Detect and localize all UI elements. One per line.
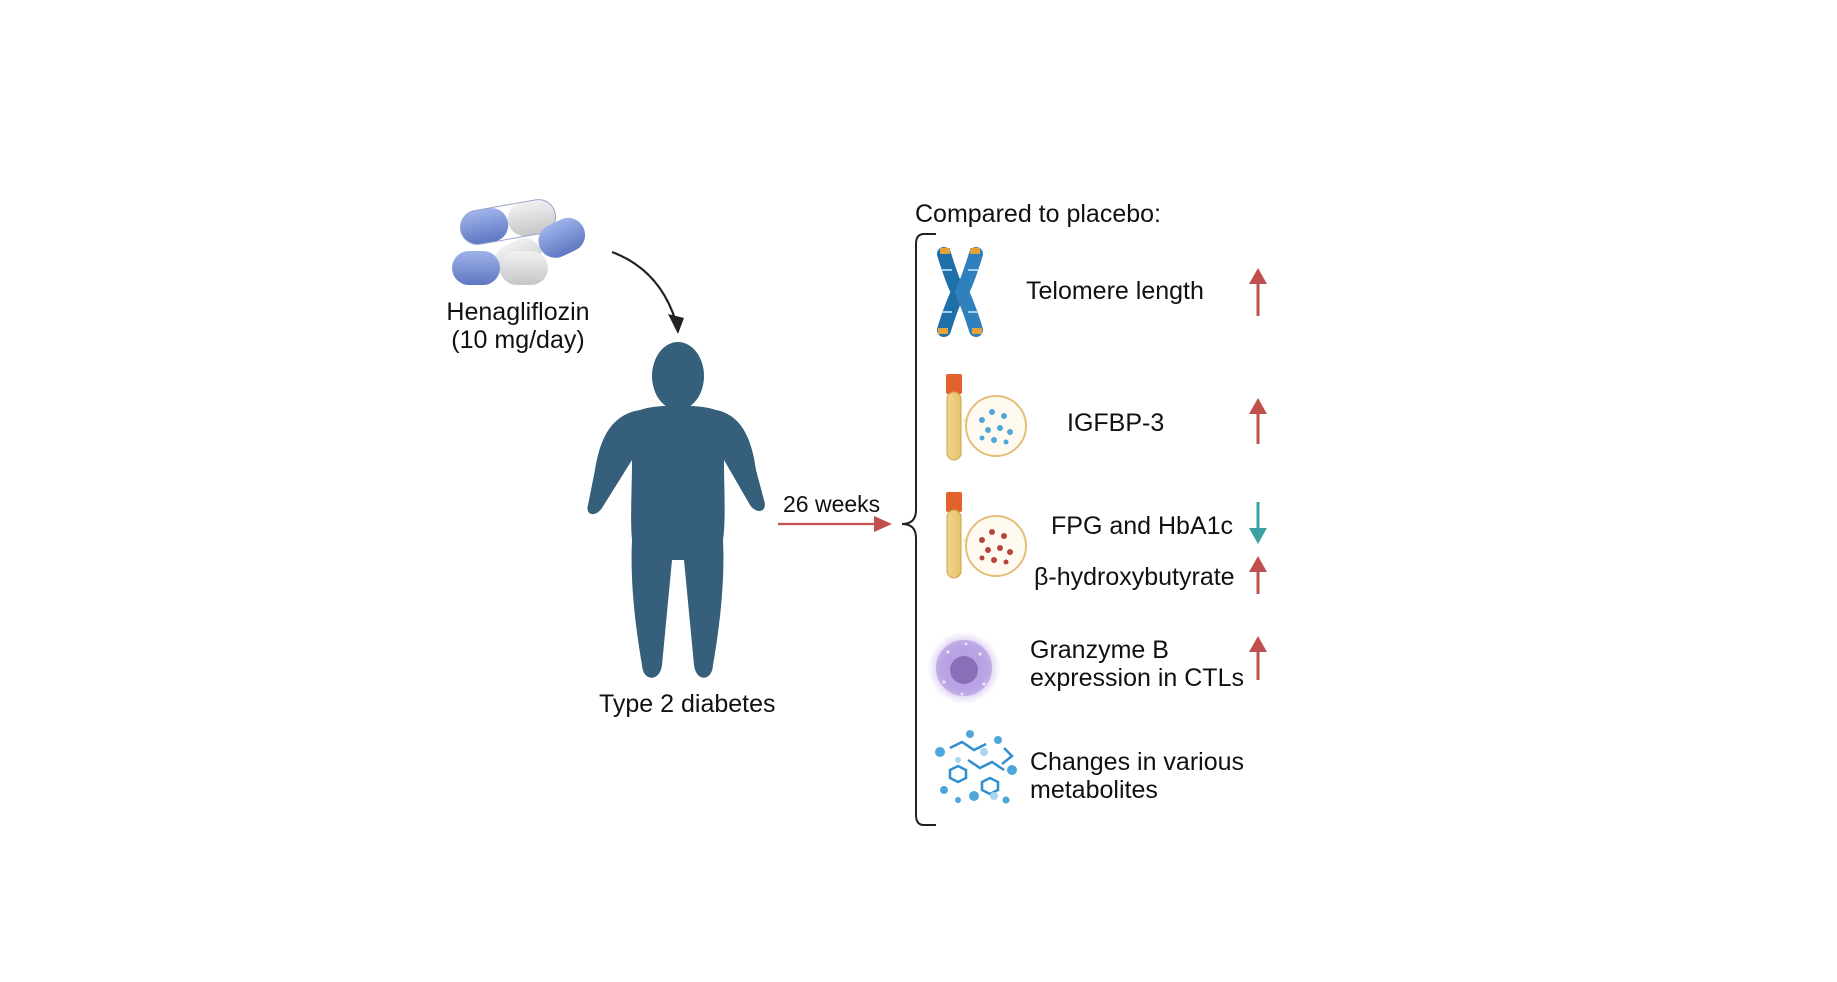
person-icon bbox=[587, 342, 765, 678]
blood-tube-icon bbox=[946, 492, 1027, 579]
result-granzyme-line2: expression in CTLs bbox=[1030, 664, 1244, 692]
result-igfbp3: IGFBP-3 bbox=[1067, 409, 1165, 437]
duration-label: 26 weeks bbox=[783, 491, 881, 517]
drug-name: Henagliflozin bbox=[446, 298, 590, 326]
metabolites-icon bbox=[935, 730, 1017, 804]
arrow-up-icon bbox=[1249, 556, 1267, 594]
duration-arrow bbox=[778, 516, 892, 532]
pills-icon bbox=[452, 199, 586, 285]
arrow-down-icon bbox=[1249, 502, 1267, 544]
cell-icon bbox=[928, 632, 1000, 704]
drug-to-patient-arrow bbox=[611, 250, 684, 334]
result-metabolites-line1: Changes in various bbox=[1030, 748, 1245, 776]
comparison-heading: Compared to placebo: bbox=[915, 200, 1161, 228]
result-granzyme: Granzyme B expression in CTLs bbox=[1030, 636, 1244, 692]
results-brace bbox=[901, 233, 936, 826]
drug-dose: (10 mg/day) bbox=[451, 326, 585, 354]
result-bhb: β-hydroxybutyrate bbox=[1034, 563, 1235, 591]
result-telomere: Telomere length bbox=[1026, 277, 1204, 305]
result-fpg-hba1c: FPG and HbA1c bbox=[1051, 512, 1234, 540]
result-metabolites-line2: metabolites bbox=[1030, 776, 1158, 804]
arrow-up-icon bbox=[1249, 636, 1267, 680]
drug-label: Henagliflozin (10 mg/day) bbox=[430, 298, 606, 354]
arrow-up-icon bbox=[1249, 268, 1267, 316]
blood-tube-icon bbox=[946, 374, 1027, 461]
chromosome-icon bbox=[937, 247, 983, 337]
patient-label: Type 2 diabetes bbox=[599, 690, 776, 718]
arrow-up-icon bbox=[1249, 398, 1267, 444]
result-metabolites: Changes in various metabolites bbox=[1030, 748, 1244, 804]
result-granzyme-line1: Granzyme B bbox=[1030, 636, 1169, 664]
